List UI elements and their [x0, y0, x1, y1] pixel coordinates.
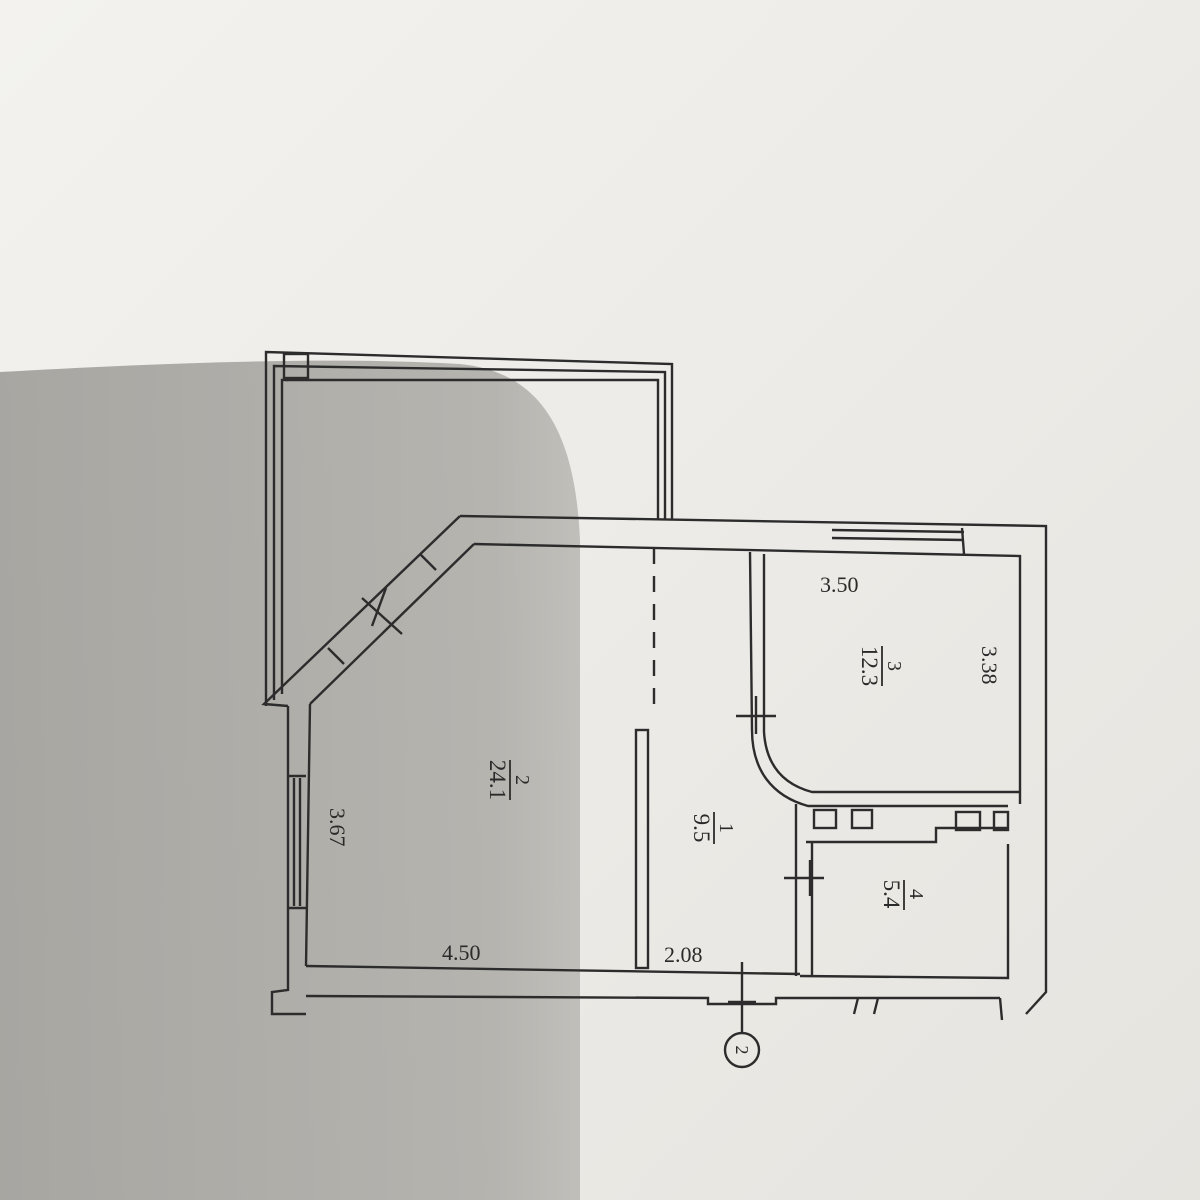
room-4-number: 4	[905, 889, 927, 899]
room3-left-wall-outer	[748, 551, 1008, 808]
room-label-4: 4 5.4	[879, 880, 927, 910]
balcony-inner-frame	[280, 378, 660, 694]
vent-box-3	[954, 810, 982, 832]
partition-wall-1-2	[634, 728, 650, 970]
dim-room1-width: 2.08	[664, 942, 703, 967]
room-2-number: 2	[511, 775, 533, 785]
vent-box-1	[812, 808, 838, 830]
room-1-number: 1	[715, 823, 737, 833]
room4-wall-top	[806, 826, 1008, 844]
vent-box-2	[850, 808, 874, 830]
dim-room3-depth: 3.38	[977, 646, 1002, 685]
outer-wall-top	[459, 514, 1048, 1015]
room-3-area: 12.3	[857, 646, 882, 686]
top-window-3	[960, 527, 966, 555]
axis-marker-label: 2	[732, 1046, 752, 1055]
room-label-1: 1 9.5	[689, 812, 737, 844]
bottom-stub-c	[998, 997, 1004, 1021]
room-2-area: 24.1	[485, 760, 510, 800]
diag-window-jamb-2	[327, 647, 345, 665]
room-1-area: 9.5	[689, 814, 714, 843]
diagonal-wall-outer	[261, 515, 461, 708]
balcony-outer-frame	[264, 350, 674, 706]
diag-window-mark-b	[370, 587, 388, 627]
room-3-number: 3	[883, 661, 905, 671]
diag-window-mark	[361, 597, 403, 635]
room-4-area: 5.4	[879, 880, 904, 909]
diag-window-jamb-1	[419, 553, 437, 571]
inner-wall-left	[304, 703, 312, 967]
inner-wall-top	[473, 542, 1022, 804]
dim-room2-width: 4.50	[442, 940, 481, 965]
room3-left-wall-inner	[762, 554, 1020, 794]
vent-box-4	[992, 810, 1010, 832]
dim-room3-width: 3.50	[820, 572, 859, 597]
top-window-1	[831, 528, 965, 534]
axis-circle	[723, 1031, 761, 1069]
bottom-stub-b	[872, 997, 880, 1015]
balcony-corner-diag	[285, 376, 309, 382]
bottom-right-corner	[799, 844, 1010, 980]
plan-linework	[261, 350, 1048, 1069]
outer-wall-left	[270, 706, 306, 1016]
room-label-3: 3 12.3	[857, 646, 905, 686]
top-window-2	[831, 536, 965, 542]
balcony-inner-line	[272, 364, 667, 700]
room-label-2: 2 24.1	[485, 760, 533, 800]
bottom-stub-a	[852, 997, 860, 1015]
inner-wall-bottom	[305, 964, 801, 976]
dim-room2-depth: 3.67	[325, 808, 350, 847]
